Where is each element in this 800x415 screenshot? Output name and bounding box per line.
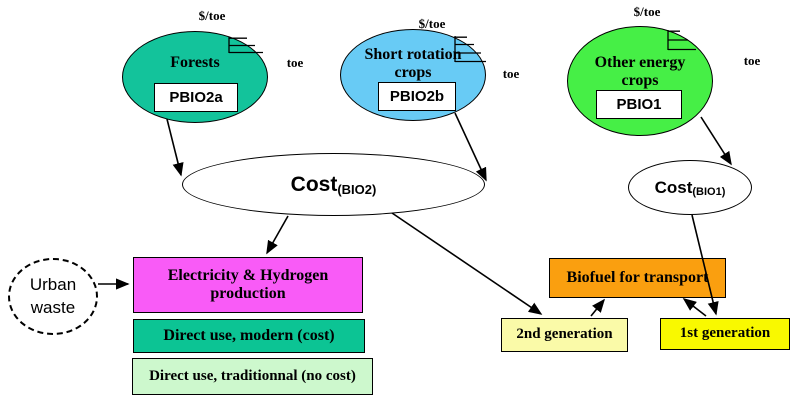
source-label: Other energy crops [594, 54, 686, 89]
source-label: Short rotation crops [364, 46, 462, 81]
price-axis-label: $/toe [198, 8, 226, 23]
use-label: Direct use, modern (cost) [163, 326, 335, 344]
source-node-short-rotation-crops: Short rotation crops PBIO2b [340, 29, 486, 121]
use-label: Electricity & Hydrogen production [167, 266, 329, 302]
urban-waste-label: Urban waste [29, 275, 77, 317]
arrow-other-energy-to-cost-bio1 [700, 116, 732, 166]
quantity-axis-label: toe [286, 55, 304, 70]
source-node-forests: Forests PBIO2a [122, 31, 268, 123]
urban-waste-node: Urban waste [8, 258, 98, 335]
source-node-other-energy-crops: Other energy crops PBIO1 [567, 26, 713, 136]
quantity-axis-label: toe [502, 66, 520, 81]
cost-node-bio2: Cost(BIO2) [182, 153, 485, 216]
use-box-1st-generation: 1st generation [660, 318, 790, 350]
cost-subscript: (BIO2) [337, 182, 377, 197]
source-label: Forests [170, 54, 220, 71]
price-axis-label: $/toe [418, 16, 446, 31]
use-box-direct-use-traditional: Direct use, traditionnal (no cost) [132, 358, 373, 395]
tech-code-box: PBIO2a [154, 83, 238, 112]
use-box-biofuel-transport: Biofuel for transport [549, 258, 726, 298]
quantity-axis-label: toe [743, 53, 761, 68]
use-label: 2nd generation [516, 326, 613, 343]
cost-label: Cost [290, 172, 338, 196]
price-axis-label: $/toe [633, 4, 661, 19]
use-box-electricity-hydrogen: Electricity & Hydrogen production [133, 257, 363, 313]
tech-code-box: PBIO1 [596, 90, 682, 119]
cost-label: Cost [654, 177, 693, 197]
cost-node-bio1: Cost(BIO1) [628, 160, 752, 215]
arrow-cost-bio2-to-electricity [266, 215, 289, 255]
arrow-1st-generation-to-biofuel [682, 298, 707, 317]
use-label: Direct use, traditionnal (no cost) [149, 367, 356, 384]
tech-code-box: PBIO2b [378, 82, 456, 111]
arrow-cost-bio2-to-2nd-generation [391, 212, 543, 315]
cost-subscript: (BIO1) [692, 185, 726, 198]
arrow-forests-to-cost-bio2 [166, 118, 184, 177]
use-label: 1st generation [679, 325, 771, 342]
use-box-2nd-generation: 2nd generation [501, 318, 628, 352]
arrow-2nd-generation-to-biofuel [590, 298, 606, 317]
use-label: Biofuel for transport [566, 268, 709, 286]
use-box-direct-use-modern: Direct use, modern (cost) [133, 319, 365, 353]
